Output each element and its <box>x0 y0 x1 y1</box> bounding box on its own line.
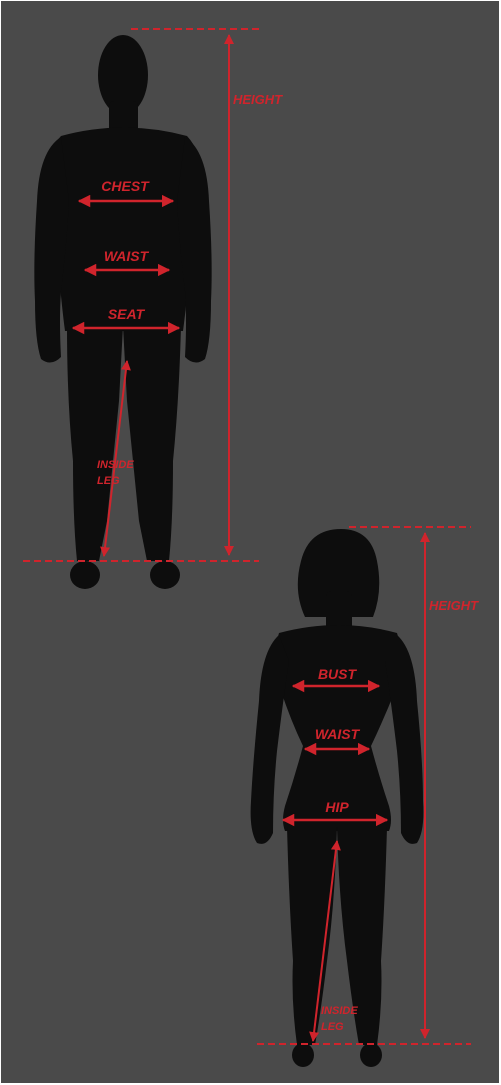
female-hip-label: HIP <box>325 799 349 815</box>
female-inside-leg-label-1: INSIDE <box>321 1005 358 1017</box>
male-inside-leg-label-1: INSIDE <box>97 459 134 471</box>
male-inside-leg-label-2: LEG <box>97 475 120 487</box>
male-chest-label: CHEST <box>101 178 150 194</box>
female-inside-leg-label-2: LEG <box>321 1021 344 1033</box>
female-bust-label: BUST <box>318 666 358 682</box>
female-height-label: HEIGHT <box>429 598 479 613</box>
male-height-label: HEIGHT <box>233 92 283 107</box>
male-seat-label: SEAT <box>108 306 146 322</box>
female-silhouette <box>251 529 424 1067</box>
male-waist-label: WAIST <box>104 248 150 264</box>
female-waist-label: WAIST <box>315 726 361 742</box>
